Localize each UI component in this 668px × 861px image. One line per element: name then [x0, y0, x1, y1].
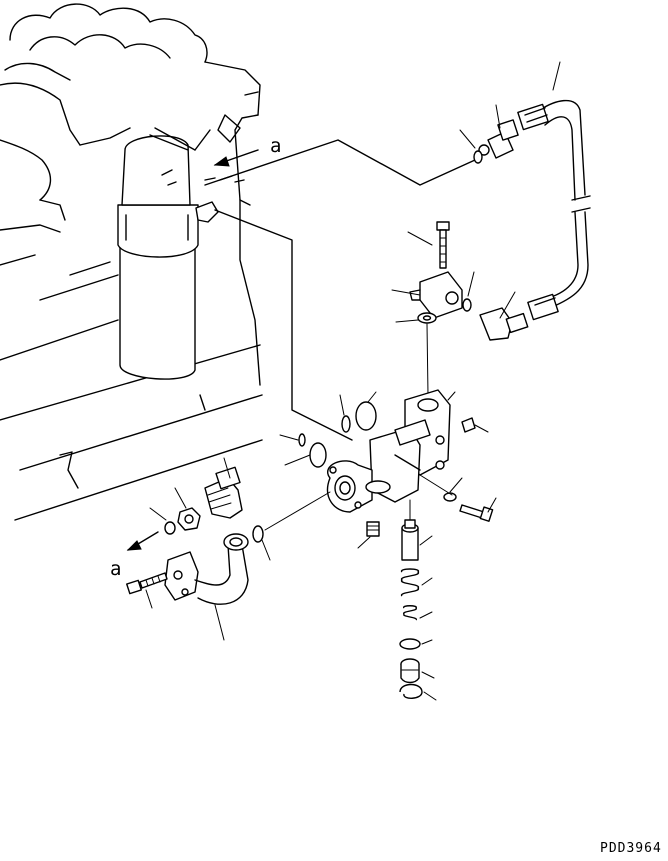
adapter-fitting-top — [478, 104, 519, 159]
washer-elbow — [395, 312, 437, 324]
o-ring-plug — [399, 638, 433, 650]
o-ring-left — [149, 507, 176, 535]
bolt-upper — [407, 221, 450, 269]
callout-a-bottom-label: a — [110, 558, 121, 580]
alignment-line-4 — [264, 491, 331, 531]
oil-filter — [117, 127, 219, 380]
oil-tube — [164, 533, 249, 641]
hatch-marks — [204, 175, 245, 183]
leader-line-top — [204, 139, 476, 186]
gasket-tube — [252, 525, 271, 561]
valve-body — [326, 389, 456, 513]
o-ring-flange-large — [284, 442, 327, 468]
washer-right — [443, 477, 463, 502]
spring-large — [401, 568, 433, 597]
oil-hose-assembly — [517, 61, 591, 321]
valve-piston — [401, 519, 433, 561]
drawing-code: PDD3964 — [600, 841, 662, 856]
plug-screw — [400, 658, 435, 684]
o-ring-top — [459, 129, 483, 164]
alignment-line-2 — [419, 474, 453, 496]
plug-right — [461, 417, 489, 433]
hose-elbow-fitting — [479, 291, 529, 341]
leader-line-filter — [214, 209, 353, 441]
nut-left — [174, 487, 201, 531]
callout-a-top: a — [213, 135, 281, 167]
bolt-right — [459, 497, 497, 522]
o-ring-elbow — [462, 271, 475, 312]
engine-block — [0, 3, 263, 521]
callout-a-bottom: a — [110, 531, 159, 580]
spring-small — [403, 605, 433, 621]
callout-a-top-label: a — [270, 135, 281, 157]
bolt-tube — [126, 572, 168, 609]
snap-ring — [399, 683, 437, 701]
alignment-line-1 — [426, 323, 429, 396]
plug-bottom — [357, 521, 380, 549]
elbow-connector-left — [204, 457, 243, 519]
elbow-block — [391, 271, 463, 319]
o-ring-flange-small — [279, 433, 306, 447]
o-ring-valve-large — [355, 391, 377, 431]
o-ring-valve-small — [339, 394, 351, 433]
